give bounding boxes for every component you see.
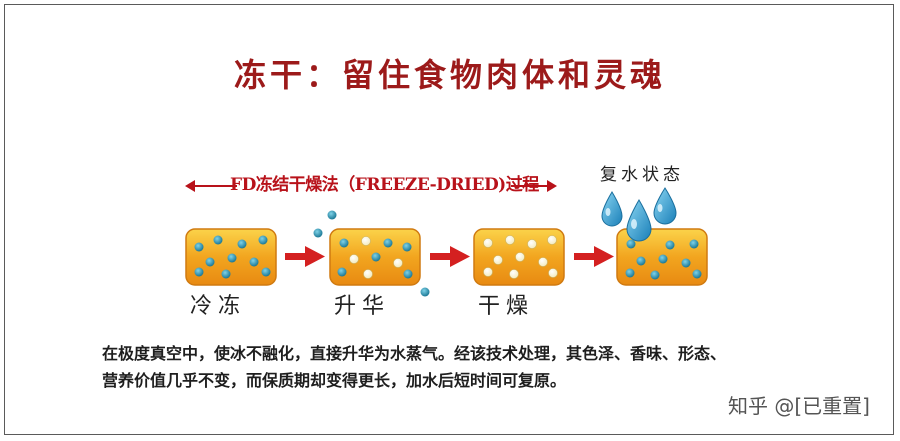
water-particle [681,258,691,268]
stage-label-freeze: 冷冻 [190,294,247,319]
ice-crystal [194,242,204,252]
sublimate-block [329,228,421,286]
water-drop-icon [626,199,652,242]
ice-crystal [213,235,223,245]
ice-crystal [339,238,349,248]
water-drop-icon [653,187,677,225]
dry-block [473,228,565,286]
water-particle [692,269,702,279]
arrow-sublimate-to-dry-icon [430,246,470,267]
air-pocket [548,268,558,278]
water-particle [625,268,635,278]
rehydrate-label: 复水状态 [600,165,684,185]
water-drop-icon [601,191,623,227]
rehydrate-block [616,228,708,286]
water-particle [665,240,675,250]
air-pocket [483,238,493,248]
air-pocket [493,255,503,265]
ice-crystal [261,267,271,277]
left-arrowhead-icon [185,180,195,192]
air-pocket [361,236,371,246]
water-particle [689,239,699,249]
vapor-particle [420,287,430,297]
ice-crystal [337,267,347,277]
air-pocket [505,235,515,245]
air-pocket [538,257,548,267]
right-arrow-line [511,185,549,187]
ice-crystal [205,257,215,267]
air-pocket [393,258,403,268]
ice-crystal [249,257,259,267]
water-particle [626,239,636,249]
ice-crystal [403,269,413,279]
air-pocket [527,239,537,249]
left-arrow-line [193,185,237,187]
page-title: 冻干：留住食物肉体和灵魂 [233,56,666,94]
description-line-2: 营养价值几乎不变，而保质期却变得更长，加水后短时间可复原。 [102,371,567,390]
ice-crystal [383,238,393,248]
ice-crystal [227,253,237,263]
description-line-1: 在极度真空中，使冰不融化，直接升华为水蒸气。经该技术处理，其色泽、香味、形态、 [102,344,727,363]
air-pocket [363,269,373,279]
water-particle [650,270,660,280]
ice-crystal [258,235,268,245]
stage-label-dry: 干燥 [478,294,535,319]
water-particle [636,256,646,266]
vapor-particle [327,210,337,220]
vapor-particle [313,228,323,238]
air-pocket [515,252,525,262]
process-header: FD冻结干燥法（FREEZE-DRIED)过程 [185,174,557,198]
freeze-block [185,228,277,286]
ice-crystal [237,239,247,249]
air-pocket [349,254,359,264]
stage-label-sublimate: 升华 [334,294,391,319]
outer-frame [4,4,894,435]
air-pocket [483,267,493,277]
right-arrowhead-icon [547,180,557,192]
ice-crystal [371,252,381,262]
ice-crystal [194,267,204,277]
watermark: 知乎 @[已重置] [728,394,870,418]
ice-crystal [402,242,412,252]
process-header-label: FD冻结干燥法（FREEZE-DRIED)过程 [230,175,539,195]
air-pocket [547,235,557,245]
water-particle [658,254,668,264]
ice-crystal [221,269,231,279]
air-pocket [509,269,519,279]
arrow-dry-to-rehydrate-icon [574,246,614,267]
arrow-freeze-to-sublimate-icon [285,246,325,267]
